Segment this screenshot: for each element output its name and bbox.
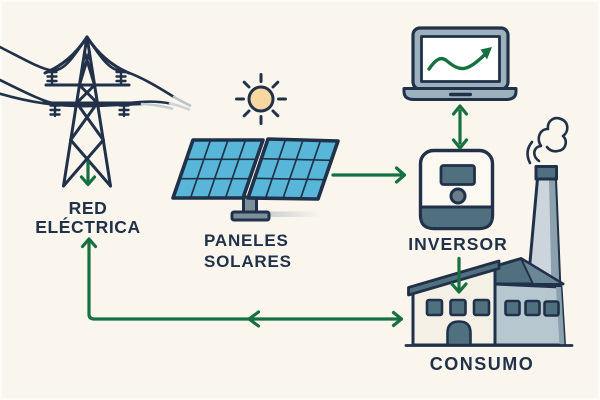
arrowhead-up-icon [80,237,98,249]
smoke-icon [526,116,569,165]
arrow-inverter-to-consumo [450,256,468,294]
arrowhead-down-icon [450,282,468,294]
label-inversor: INVERSOR [408,234,507,254]
sun-icon [235,73,287,125]
transmission-tower-icon [0,35,192,188]
solar-panels-icon [171,137,340,222]
laptop-screen [420,35,501,83]
arrowhead-down-icon [79,175,97,187]
trend-up-chart-icon [427,47,492,71]
factory-main-hall [407,259,501,347]
flow-arrows [79,104,469,328]
factory-icon [404,116,574,347]
factory-window [449,298,467,317]
panel-stand-base [230,210,271,222]
factory-right-wing [491,257,566,347]
arrow-tower-to-grid-label [79,160,97,187]
label-paneles-line2: SOLARES [204,252,292,271]
factory-window [524,299,541,317]
arrow-panels-to-inverter [331,166,407,184]
factory-window [472,298,491,317]
label-red-electrica-line2: ELÉCTRICA [35,216,141,237]
insulator-icon [46,68,130,118]
inverter-display [439,164,476,186]
arrowhead-left-icon [247,310,261,328]
factory-roof [407,259,501,297]
solar-panel-right [246,137,340,201]
label-paneles-line1: PANELES [204,231,289,250]
arrow-consumo-grid-bidirectional [80,237,404,328]
panel-base-shadow [270,211,320,217]
arrowhead-right-icon [391,310,404,328]
factory-window [504,299,521,317]
inverter-bottom-band [419,205,494,230]
laptop-chart-icon [402,26,518,101]
arrowhead-down-icon [451,138,469,150]
laptop-trackpad-notch [449,92,472,97]
factory-window [425,298,444,317]
arrow-inverter-laptop-bidirectional [451,104,469,150]
inverter-icon [418,148,495,231]
arrowhead-right-icon [394,166,407,184]
label-red-electrica-line1: RED [69,198,108,218]
inverter-button [449,187,467,205]
factory-door [446,320,472,347]
arrowhead-up-icon [451,104,469,116]
solar-panel-left [171,138,265,200]
factory-window [543,300,560,317]
tower-lattice [41,35,134,188]
label-consumo: CONSUMO [430,354,535,374]
